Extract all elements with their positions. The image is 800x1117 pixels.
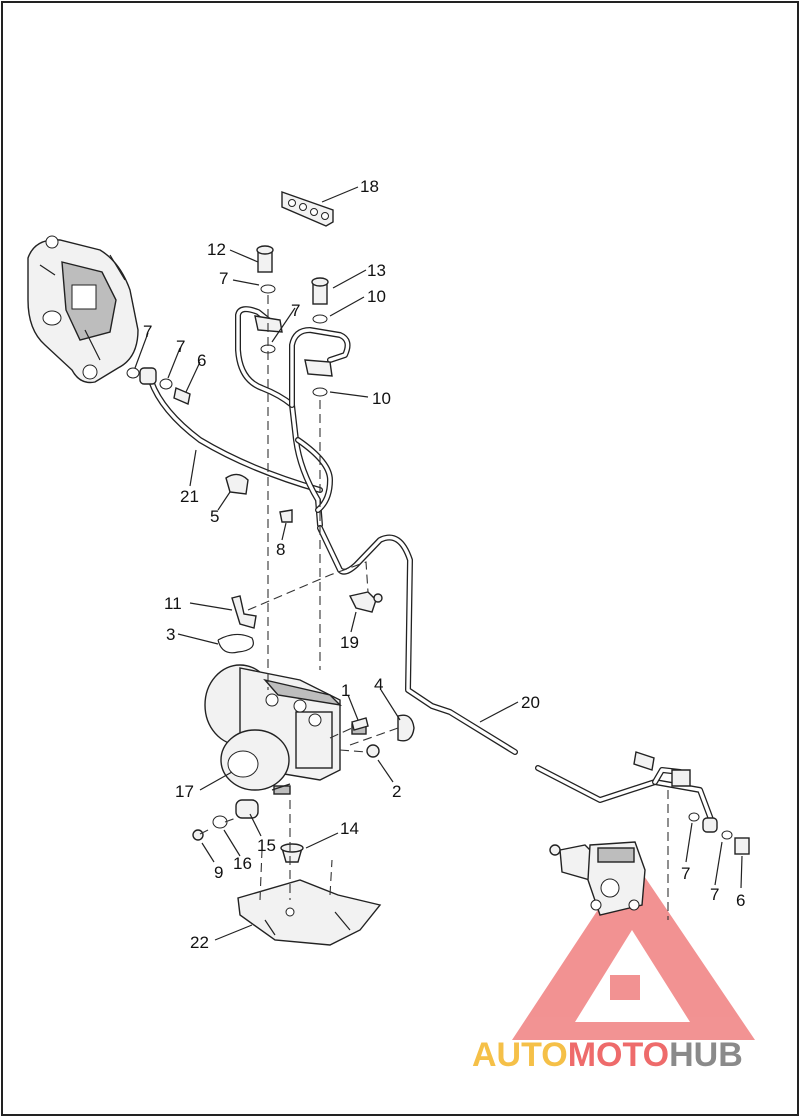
callout-7-upper-left: 7	[219, 269, 228, 288]
clamp-3	[217, 633, 254, 654]
upper-fittings	[254, 245, 333, 397]
grommet-14	[280, 843, 304, 863]
brake-caliper	[27, 235, 139, 384]
callout-7-rear-a: 7	[681, 864, 690, 883]
rear-fittings	[633, 751, 750, 855]
callout-3: 3	[166, 625, 175, 644]
callout-labels: 18 12 13 7 10 7 7 7 6 10 21 5 8 11 3 19 …	[143, 177, 745, 952]
brake-hoses	[147, 306, 715, 825]
callout-2: 2	[392, 782, 401, 801]
callout-18: 18	[360, 177, 379, 196]
part-18-line-bracket	[281, 191, 334, 227]
washer-16	[212, 815, 228, 829]
clip-5	[225, 473, 249, 495]
callout-14: 14	[340, 819, 359, 838]
leader-lines	[134, 186, 743, 941]
watermark-logo	[512, 858, 755, 1040]
callout-1: 1	[341, 681, 350, 700]
callout-6-caliper: 6	[197, 351, 206, 370]
callout-21: 21	[180, 487, 199, 506]
callout-13: 13	[367, 261, 386, 280]
callout-19: 19	[340, 633, 359, 652]
callout-22: 22	[190, 933, 209, 952]
watermark-moto: MOTO	[568, 1036, 669, 1074]
callout-7-caliper-b: 7	[176, 337, 185, 356]
clamp-11	[231, 595, 257, 629]
callout-8: 8	[276, 540, 285, 559]
assembly-centerlines	[199, 295, 669, 920]
callout-7-caliper-a: 7	[143, 322, 152, 341]
bolt-1	[351, 717, 369, 731]
bracket-22	[237, 879, 382, 946]
callout-20: 20	[521, 693, 540, 712]
callout-7-upper-mid: 7	[291, 301, 300, 320]
watermark-auto: AUTO	[472, 1036, 568, 1074]
mount-15	[235, 799, 259, 819]
callout-5: 5	[210, 507, 219, 526]
callout-17: 17	[175, 782, 194, 801]
callout-11: 11	[164, 594, 182, 613]
callout-15: 15	[257, 836, 276, 855]
callout-10-upper: 10	[367, 287, 386, 306]
callout-7-rear-b: 7	[710, 885, 719, 904]
caliper-fittings	[126, 367, 191, 405]
callout-12: 12	[207, 240, 226, 259]
abs-module	[204, 664, 367, 795]
callout-10-lower: 10	[372, 389, 391, 408]
watermark-text: AUTOMOTOHUB	[472, 1036, 743, 1074]
watermark-triangle	[512, 858, 755, 1040]
callout-9: 9	[214, 863, 223, 882]
callout-4: 4	[374, 675, 383, 694]
rear-master-cylinder	[549, 841, 646, 916]
clamp-4	[397, 714, 415, 742]
watermark-hub: HUB	[669, 1036, 743, 1074]
switch-19	[348, 591, 383, 613]
svg-text:AUTOMOTOHUB: AUTOMOTOHUB	[472, 1036, 743, 1074]
clip-8	[279, 509, 293, 523]
stud-15	[271, 783, 291, 791]
watermark-triangle-inner	[610, 975, 640, 1000]
callout-6-rear: 6	[736, 891, 745, 910]
nut-9	[192, 829, 204, 841]
nut-2	[366, 744, 380, 758]
callout-16: 16	[233, 854, 252, 873]
